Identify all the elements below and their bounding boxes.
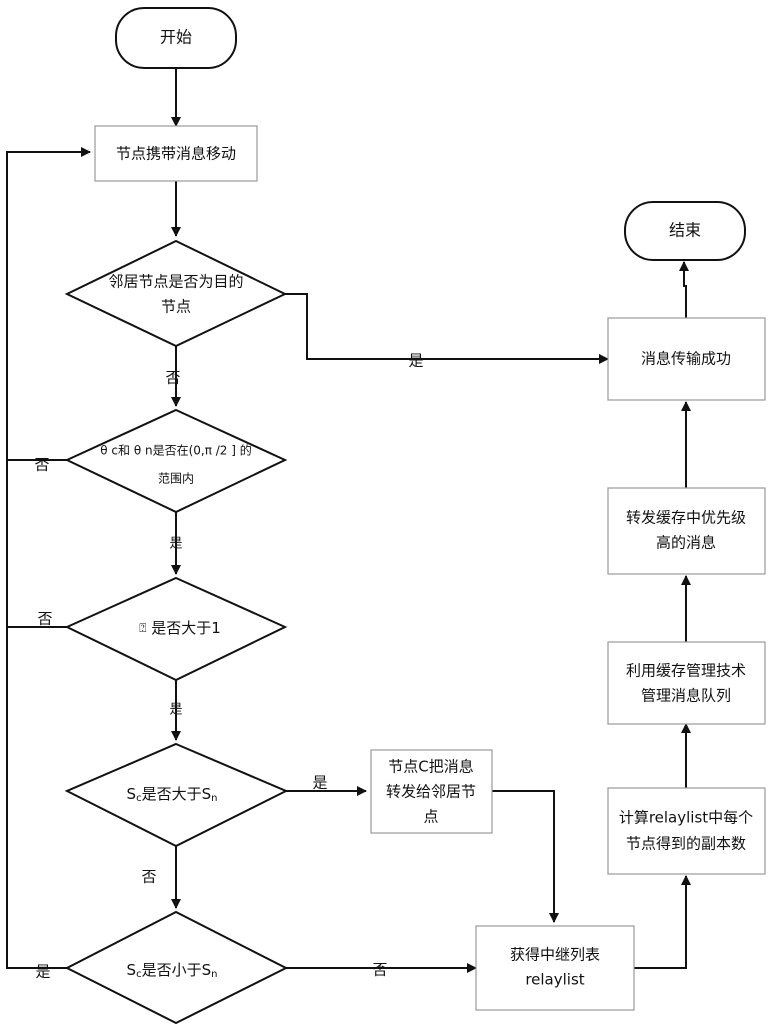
- edge-relay-to-calc: [634, 876, 686, 968]
- theta-diamond: [67, 410, 285, 512]
- sc-greater-sub-n: n: [211, 793, 217, 804]
- start-label: 开始: [160, 28, 192, 47]
- edge-success-to-end: [684, 262, 686, 318]
- ratio-label: ⍰ 是否大于1: [139, 619, 221, 637]
- manage-label-line1: 利用缓存管理技术: [626, 662, 746, 680]
- sc-greater-s2: S: [202, 785, 212, 803]
- forward-label-line1: 节点C把消息: [388, 758, 473, 776]
- label-theta-yes: 是: [169, 537, 182, 552]
- ratio-glyph: ⍰: [139, 621, 146, 635]
- calc-label-line1: 计算relaylist中每个: [619, 809, 753, 827]
- edge-scless-yes-loop: [7, 460, 67, 968]
- move-node: 节点携带消息移动: [95, 126, 257, 181]
- label-theta-no: 否: [34, 456, 49, 474]
- end-node: 结束: [625, 202, 745, 260]
- label-dest-no: 否: [165, 369, 180, 387]
- relay-node: 获得中继列表 relaylist: [476, 926, 634, 1010]
- move-label: 节点携带消息移动: [116, 145, 236, 163]
- success-node: 消息传输成功: [608, 318, 765, 400]
- edge-dest-yes: [285, 294, 608, 359]
- connectors: [7, 68, 686, 968]
- priority-label-line1: 转发缓存中优先级: [626, 509, 746, 527]
- calc-box: [608, 788, 765, 874]
- relay-label-line2: relaylist: [525, 971, 584, 989]
- relay-box: [476, 926, 634, 1010]
- dest-label-line1: 邻居节点是否为目的: [108, 273, 243, 291]
- manage-node: 利用缓存管理技术 管理消息队列: [608, 642, 765, 724]
- sc-greater-text: 是否大于: [142, 785, 202, 803]
- calc-label-line2: 节点得到的副本数: [626, 835, 746, 853]
- start-node: 开始: [116, 8, 236, 68]
- theta-label-line1: θ c和 θ n是否在(0,π /2 ] 的: [100, 443, 252, 458]
- end-label: 结束: [669, 221, 701, 240]
- edge-forward-to-relay: [492, 791, 554, 922]
- priority-node: 转发缓存中优先级 高的消息: [608, 488, 765, 574]
- label-scgreater-yes: 是: [312, 774, 327, 792]
- label-scless-no: 否: [372, 961, 387, 979]
- sc-less-decision: Sc是否小于Sn: [67, 912, 286, 1023]
- label-dest-yes: 是: [408, 352, 423, 370]
- label-ratio-no: 否: [37, 610, 52, 628]
- edge-theta-no-loop: [7, 152, 90, 460]
- relay-label-line1: 获得中继列表: [510, 946, 600, 964]
- theta-label-line2: 范围内: [158, 472, 194, 486]
- dest-diamond: [67, 241, 285, 346]
- sc-greater-s1: S: [127, 785, 137, 803]
- manage-box: [608, 642, 765, 724]
- priority-label-line2: 高的消息: [656, 534, 716, 552]
- dest-decision: 邻居节点是否为目的 节点: [67, 241, 285, 346]
- label-ratio-yes: 是: [169, 703, 182, 718]
- success-label: 消息传输成功: [641, 350, 731, 368]
- sc-greater-decision: Sc是否大于Sn: [67, 744, 286, 846]
- forward-node: 节点C把消息 转发给邻居节 点: [371, 750, 492, 833]
- label-scless-yes: 是: [35, 963, 50, 981]
- manage-label-line2: 管理消息队列: [641, 687, 731, 705]
- priority-box: [608, 488, 765, 574]
- theta-decision: θ c和 θ n是否在(0,π /2 ] 的 范围内: [67, 410, 285, 512]
- sc-less-s2: S: [202, 961, 212, 979]
- sc-less-sub-n: n: [211, 969, 217, 980]
- sc-less-s1: S: [127, 961, 137, 979]
- sc-less-text: 是否小于: [142, 961, 202, 979]
- ratio-decision: ⍰ 是否大于1: [67, 578, 285, 680]
- ratio-text: 是否大于1: [146, 619, 220, 637]
- dest-label-line2: 节点: [161, 298, 191, 316]
- forward-label-line2: 转发给邻居节: [386, 783, 476, 801]
- label-scgreater-no: 否: [141, 868, 156, 886]
- forward-label-line3: 点: [423, 808, 438, 826]
- calc-node: 计算relaylist中每个 节点得到的副本数: [608, 788, 765, 874]
